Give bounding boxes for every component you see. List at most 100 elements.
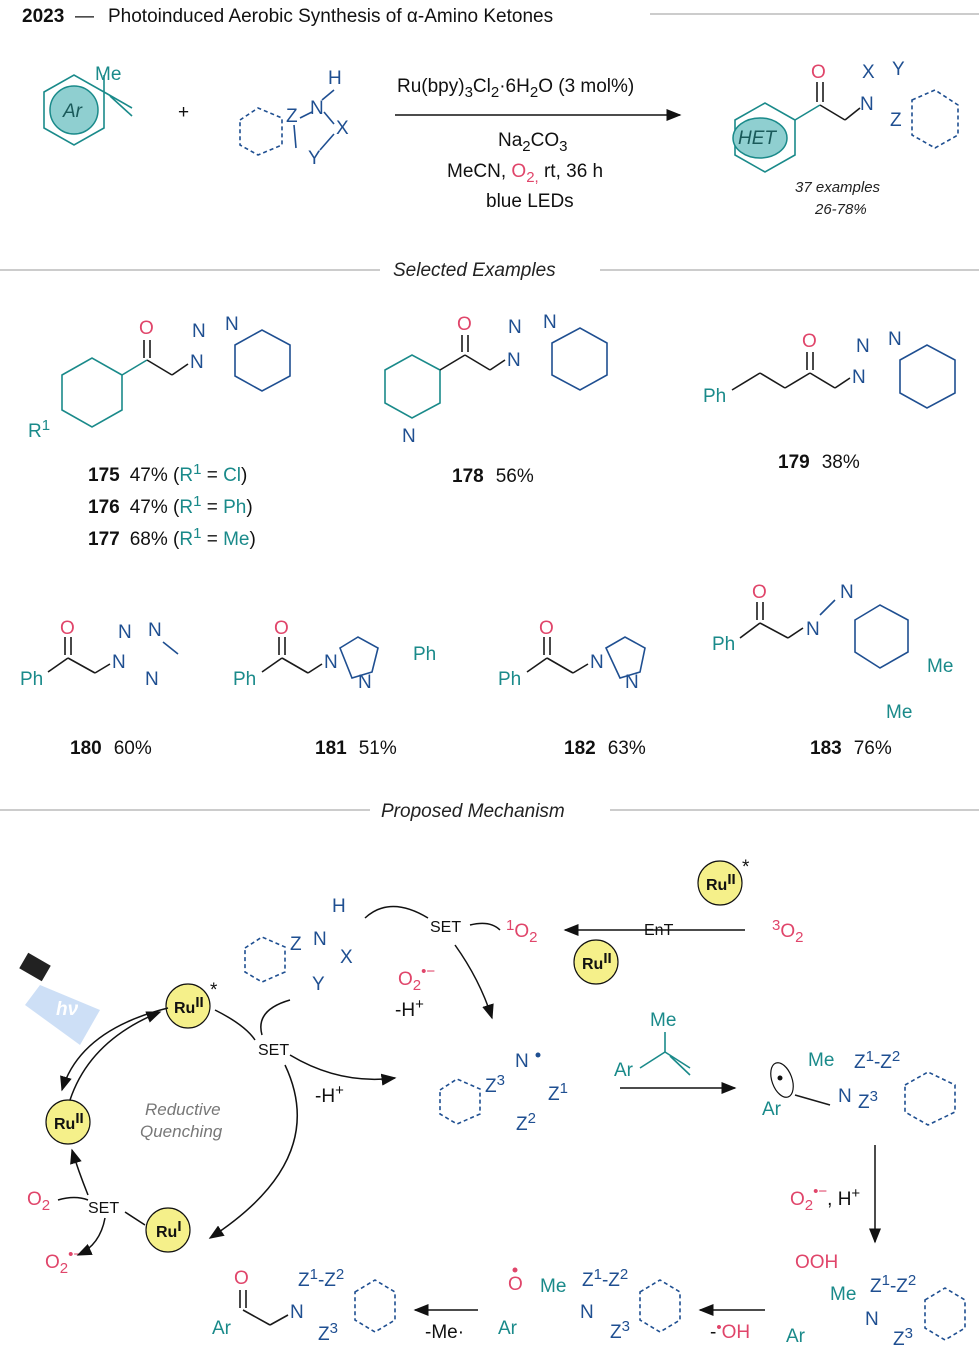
singlet-o2: 1O2 (506, 917, 537, 946)
set-label-bottom: SET (88, 1200, 119, 1217)
svg-text:Ar: Ar (614, 1060, 634, 1081)
svg-text:Ph: Ph (20, 669, 43, 690)
svg-text:O: O (539, 618, 554, 639)
svg-text:O: O (60, 618, 75, 639)
compound-181-structure: Ph O N N Ph (233, 618, 436, 693)
svg-text:O: O (508, 1274, 523, 1295)
plus-sign: + (178, 102, 189, 123)
svg-text:Z: Z (890, 110, 902, 131)
svg-text:Me: Me (540, 1276, 566, 1297)
svg-text:Me: Me (808, 1050, 834, 1071)
svg-text:Me: Me (886, 702, 912, 723)
svg-text:Me: Me (650, 1010, 676, 1031)
peroxide-intermediate: OOH Me Ar N Z1-Z2 Z3 (786, 1252, 966, 1350)
svg-text:Ar: Ar (498, 1318, 518, 1339)
svg-text:N: N (507, 350, 521, 371)
svg-text:N: N (145, 669, 159, 690)
svg-text:N: N (148, 620, 162, 641)
minus-oh: -•OH (710, 1319, 750, 1343)
het-label: HET (738, 128, 777, 149)
azole-mechanism: Z N H X Y (244, 896, 353, 995)
svg-text:Z3: Z3 (893, 1325, 913, 1350)
svg-text:OOH: OOH (795, 1252, 838, 1273)
n-radical: Z3 N Z1 Z2 (439, 1051, 568, 1135)
svg-text:Z3: Z3 (318, 1320, 338, 1345)
svg-text:Ph: Ph (233, 669, 256, 690)
compound-175-structure: O N N N R1 (28, 314, 291, 442)
svg-text:N: N (840, 582, 854, 603)
alkoxy-radical: O Me Ar N Z1-Z2 Z3 (498, 1266, 681, 1343)
header-title: Photoinduced Aerobic Synthesis of α-Amin… (108, 6, 553, 27)
compound-178-structure: N O N N N (384, 312, 608, 447)
ru-ii-ground: RuII (45, 1099, 91, 1145)
svg-text:X: X (336, 118, 349, 139)
svg-text:N: N (290, 1302, 304, 1323)
svg-text:N: N (515, 1051, 529, 1072)
ru-ii-ground-top: RuII (573, 939, 619, 985)
svg-text:N: N (625, 672, 639, 693)
svg-text:N: N (888, 329, 902, 350)
ar-label: Ar (62, 101, 83, 122)
reductive-label: Reductive (145, 1100, 221, 1119)
svg-text:N: N (190, 352, 204, 373)
svg-text:Z1-Z2: Z1-Z2 (582, 1266, 628, 1291)
svg-text:O: O (802, 331, 817, 352)
svg-text:N: N (860, 94, 874, 115)
svg-text:N: N (192, 321, 206, 342)
svg-text:N: N (402, 426, 416, 447)
svg-text:N: N (856, 336, 870, 357)
superoxide-bottom: O2•− (45, 1246, 82, 1277)
me-label: Me (95, 64, 121, 85)
yield-range: 26-78% (814, 201, 867, 218)
lamp-icon: hν (19, 952, 100, 1045)
svg-text:N: N (358, 672, 372, 693)
minus-h-top: -H+ (395, 996, 424, 1021)
svg-text:Ph: Ph (712, 634, 735, 655)
base-text: Na2CO3 (498, 130, 567, 155)
header-year: 2023 (22, 6, 64, 27)
svg-text:Y: Y (312, 974, 325, 995)
ru-i: RuI (145, 1207, 191, 1253)
svg-text:RuI: RuI (156, 1218, 182, 1241)
svg-text:Y: Y (892, 59, 905, 80)
svg-text:N: N (112, 652, 126, 673)
superoxide-top: O2•− (398, 963, 435, 994)
svg-text:Z2: Z2 (516, 1110, 536, 1135)
svg-text:Ph: Ph (703, 386, 726, 407)
triplet-o2: 3O2 (772, 917, 803, 946)
svg-text:X: X (340, 947, 353, 968)
minus-me: -Me· (425, 1322, 464, 1343)
svg-text:X: X (862, 62, 875, 83)
svg-text:N: N (118, 622, 132, 643)
light-text: blue LEDs (486, 191, 574, 212)
svg-text:H: H (332, 896, 346, 917)
svg-text:Me: Me (830, 1284, 856, 1305)
svg-text:O: O (457, 314, 472, 335)
svg-text:N: N (852, 367, 866, 388)
set-label-top: SET (430, 919, 461, 936)
svg-text:Z3: Z3 (610, 1318, 630, 1343)
header-dash: — (75, 6, 94, 27)
svg-text:Z1-Z2: Z1-Z2 (870, 1272, 916, 1297)
svg-text:Z1-Z2: Z1-Z2 (298, 1266, 344, 1291)
svg-text:H: H (328, 68, 342, 89)
svg-text:N: N (543, 312, 557, 333)
svg-text:R1: R1 (28, 417, 50, 442)
svg-text:*: * (210, 980, 218, 1001)
solvent-text: MeCN, O2, rt, 36 h (447, 161, 603, 186)
svg-text:N: N (324, 652, 338, 673)
svg-text:N: N (313, 929, 327, 950)
alkene-reagent: Me Ar (614, 1010, 691, 1081)
compound-179-structure: Ph O N N N (703, 329, 956, 409)
styrene-reactant: Ar Me (43, 64, 133, 146)
